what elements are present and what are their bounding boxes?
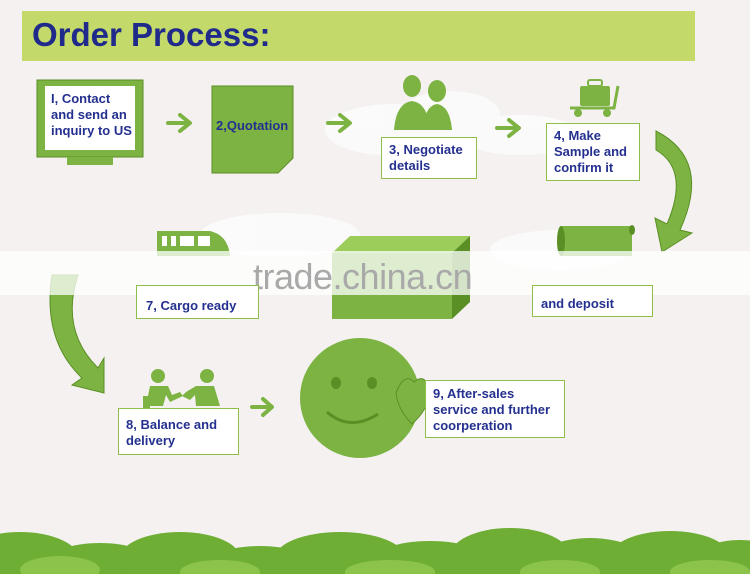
arrow-icon <box>326 113 352 133</box>
step-3-label: 3, Negotiate details <box>389 142 463 173</box>
curved-arrow-icon <box>49 274 105 394</box>
curved-arrow-icon <box>654 130 694 253</box>
bushes-highlight <box>20 556 750 574</box>
handshake-people-icon <box>143 369 220 408</box>
step-7-box <box>136 285 259 319</box>
step-6-box <box>532 285 653 317</box>
step-7-label: 7, Cargo ready <box>146 298 237 313</box>
page-title: Order Process: <box>32 16 271 53</box>
arrow-icon <box>166 113 192 133</box>
step-9-box <box>425 380 565 438</box>
people-icon <box>394 75 452 130</box>
train-icon <box>157 231 230 256</box>
step-6-label: and deposit <box>541 296 614 311</box>
smiley-face-icon <box>300 338 431 458</box>
step-4-label: 4, Make Sample and confirm it <box>554 128 627 175</box>
step-4-box <box>546 123 640 181</box>
step-9-label: 9, After-sales service and further coorp… <box>433 386 551 433</box>
step-3-box <box>381 137 477 179</box>
monitor-icon <box>36 79 144 165</box>
arrow-icon <box>250 397 274 417</box>
arrow-icon <box>495 118 521 138</box>
document-icon <box>211 85 294 174</box>
step-2-label: 2,Quotation <box>216 118 289 133</box>
step-8-box <box>118 408 239 455</box>
step-8-label: 8, Balance and delivery <box>126 417 218 448</box>
luggage-cart-icon <box>570 79 620 117</box>
title-bar: Order Process: <box>22 11 695 61</box>
watermark-text: trade.china.cn <box>253 256 473 297</box>
step-1-label: I, Contact and send an inquiry to US <box>51 91 132 138</box>
